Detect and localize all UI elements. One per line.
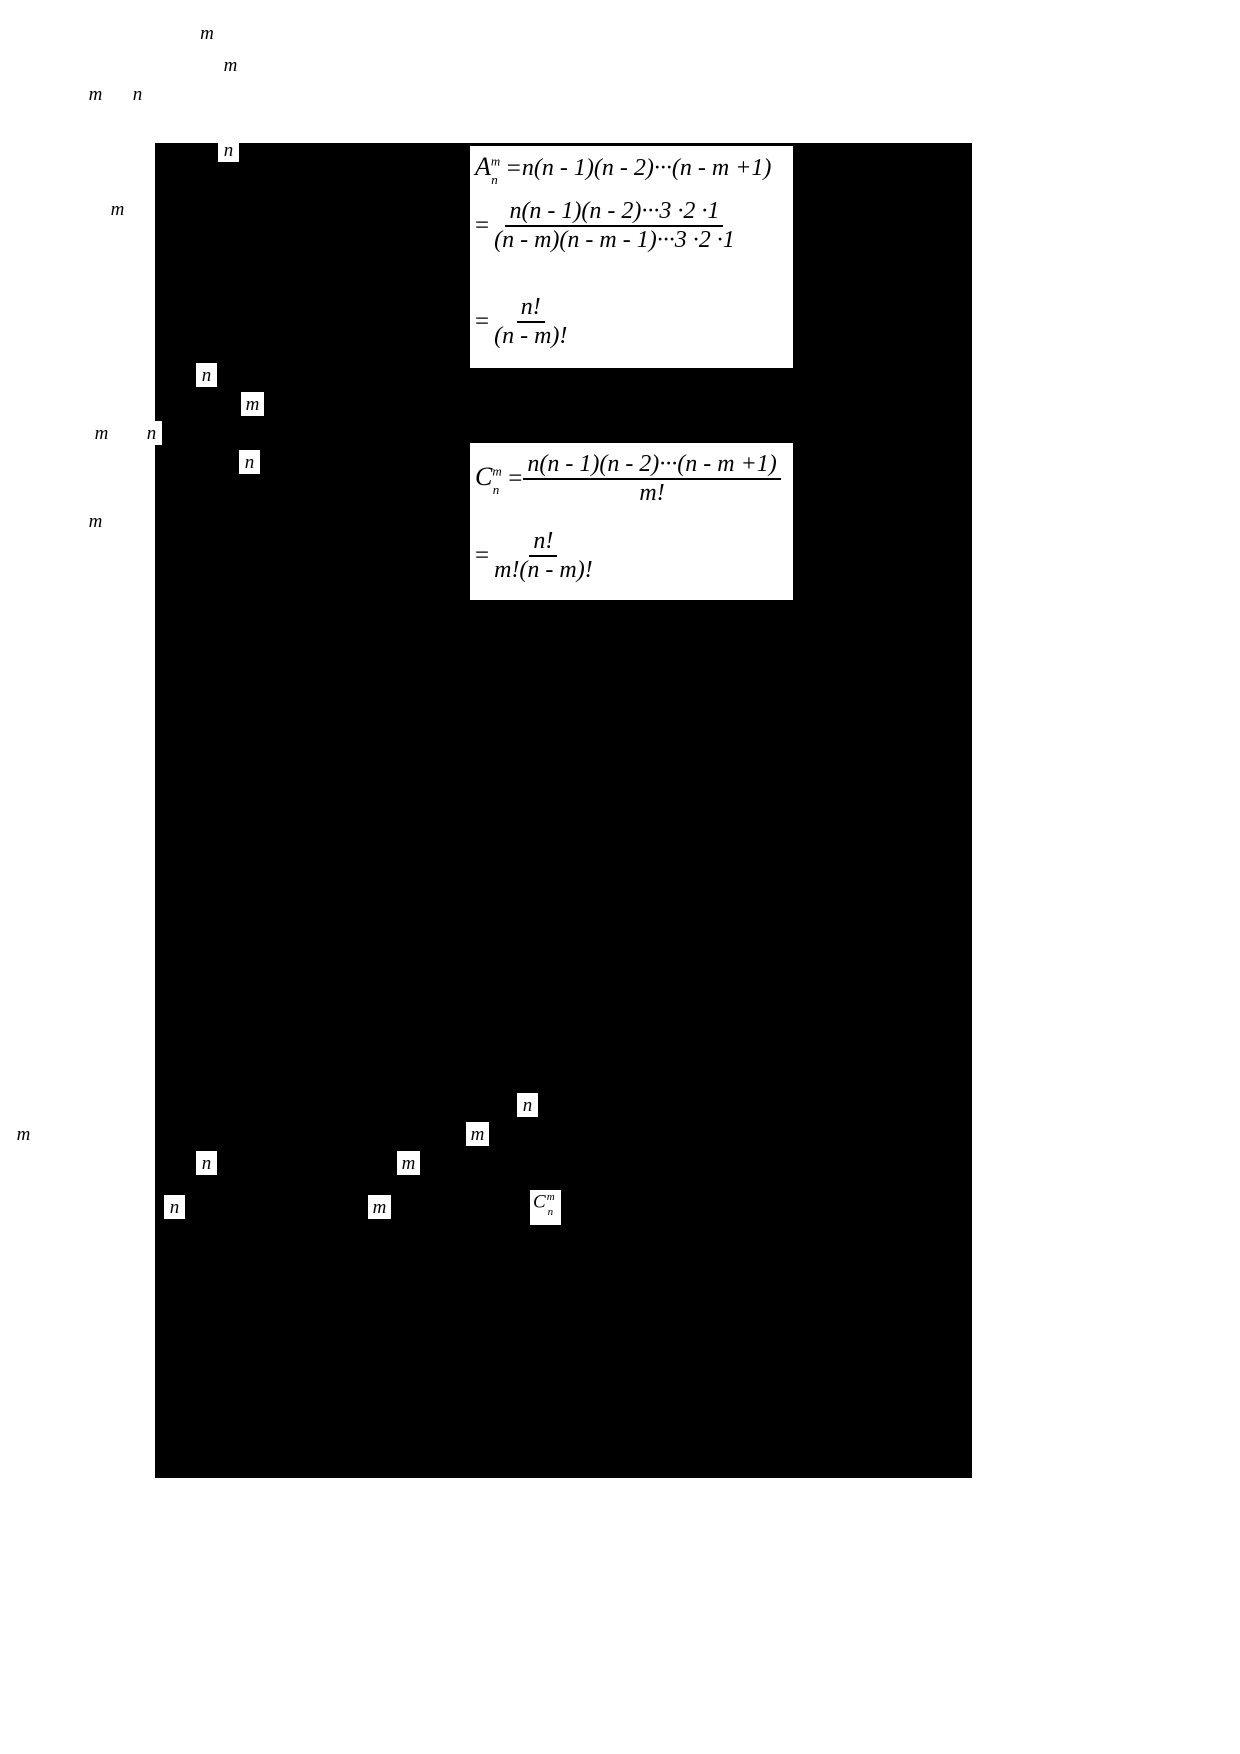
inline-math-glyph: m bbox=[196, 21, 218, 45]
permutation-symbol: Amn bbox=[475, 152, 501, 188]
inline-math-glyph: n bbox=[196, 1151, 217, 1175]
fraction-numerator: n(n - 1)(n - 2)···(n - m +1) bbox=[523, 451, 781, 480]
inline-math-glyph-compound: Cmn bbox=[530, 1190, 561, 1225]
inline-math-glyph: n bbox=[141, 421, 162, 445]
inline-math-glyph: n bbox=[517, 1093, 538, 1117]
permutation-line-2: = n(n - 1)(n - 2)···3 ·2 ·1 (n - m)(n - … bbox=[475, 198, 739, 254]
inline-math-glyph: m bbox=[90, 421, 113, 445]
permutation-line-3: = n! (n - m)! bbox=[475, 294, 571, 350]
permutation-line-1: Amn = n(n - 1)(n - 2)···(n - m +1) bbox=[475, 152, 772, 188]
combination-symbol: Cmn bbox=[475, 462, 502, 498]
inline-math-glyph: m bbox=[106, 197, 129, 221]
inline-math-glyph: m bbox=[368, 1195, 391, 1219]
combination-line-2-fraction: n! m!(n - m)! bbox=[490, 528, 597, 584]
inline-math-glyph: n bbox=[164, 1195, 185, 1219]
equals-sign: = bbox=[475, 211, 490, 239]
permutation-line-1-expression: n(n - 1)(n - 2)···(n - m +1) bbox=[521, 155, 772, 182]
permutation-line-2-fraction: n(n - 1)(n - 2)···3 ·2 ·1 (n - m)(n - m … bbox=[490, 198, 739, 254]
inline-math-glyph: m bbox=[84, 82, 107, 106]
fraction-denominator: m!(n - m)! bbox=[494, 556, 593, 583]
equals-sign: = bbox=[475, 307, 490, 335]
fraction-numerator: n(n - 1)(n - 2)···3 ·2 ·1 bbox=[505, 198, 724, 227]
permutation-line-3-fraction: n! (n - m)! bbox=[490, 294, 571, 350]
inline-math-glyph: m bbox=[397, 1151, 420, 1175]
combination-line-2: = n! m!(n - m)! bbox=[475, 528, 597, 584]
equals-sign: = bbox=[508, 464, 523, 492]
formula-box-combination: Cmn = n(n - 1)(n - 2)···(n - m +1) m! = … bbox=[470, 443, 793, 600]
fraction-denominator: (n - m)! bbox=[494, 322, 568, 349]
inline-math-glyph: m bbox=[219, 53, 242, 77]
formula-box-permutation: Amn = n(n - 1)(n - 2)···(n - m +1) = n(n… bbox=[470, 146, 793, 368]
fraction-denominator: m! bbox=[639, 479, 665, 506]
fraction-denominator: (n - m)(n - m - 1)···3 ·2 ·1 bbox=[494, 226, 735, 253]
inline-math-glyph: n bbox=[218, 138, 239, 162]
combination-line-1: Cmn = n(n - 1)(n - 2)···(n - m +1) m! bbox=[475, 451, 781, 507]
fraction-numerator: n! bbox=[529, 528, 558, 557]
inline-math-glyph: n bbox=[196, 363, 217, 387]
inline-math-glyph: n bbox=[239, 450, 260, 474]
fraction-numerator: n! bbox=[516, 294, 545, 323]
inline-math-glyph: m bbox=[466, 1122, 489, 1146]
inline-math-glyph: n bbox=[127, 82, 148, 106]
inline-math-glyph: m bbox=[12, 1122, 35, 1146]
combination-line-1-fraction: n(n - 1)(n - 2)···(n - m +1) m! bbox=[523, 451, 781, 507]
inline-math-glyph: m bbox=[84, 509, 107, 533]
equals-sign: = bbox=[475, 541, 490, 569]
inline-math-glyph: m bbox=[241, 392, 264, 416]
equals-sign: = bbox=[506, 154, 521, 182]
